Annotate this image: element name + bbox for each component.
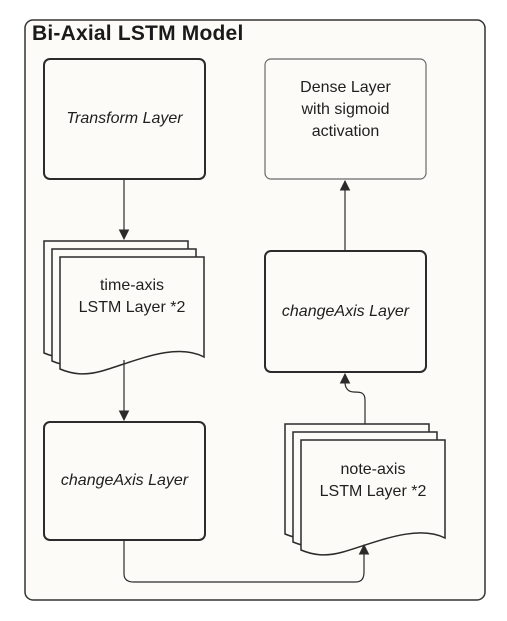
note-axis-lstm-label: note-axis LSTM Layer *2 [319, 461, 427, 500]
diagram-title: Bi-Axial LSTM Model [32, 22, 244, 45]
time-axis-lstm-node [43, 240, 205, 375]
note-axis-lstm-node [284, 423, 446, 556]
change-axis-right-label: changeAxis Layer [281, 302, 410, 320]
edge-change-axis-to-note-lstm [123, 540, 370, 583]
dense-layer-node [264, 58, 427, 180]
dense-layer-label: Dense Layer with sigmoid activation [300, 79, 391, 140]
change-axis-left-label: changeAxis Layer [60, 472, 189, 489]
time-axis-lstm-label: time-axis LSTM Layer *2 [78, 277, 186, 316]
edge-note-lstm-to-change-axis [339, 372, 366, 424]
transform-layer-label: Transform Layer [66, 110, 183, 127]
